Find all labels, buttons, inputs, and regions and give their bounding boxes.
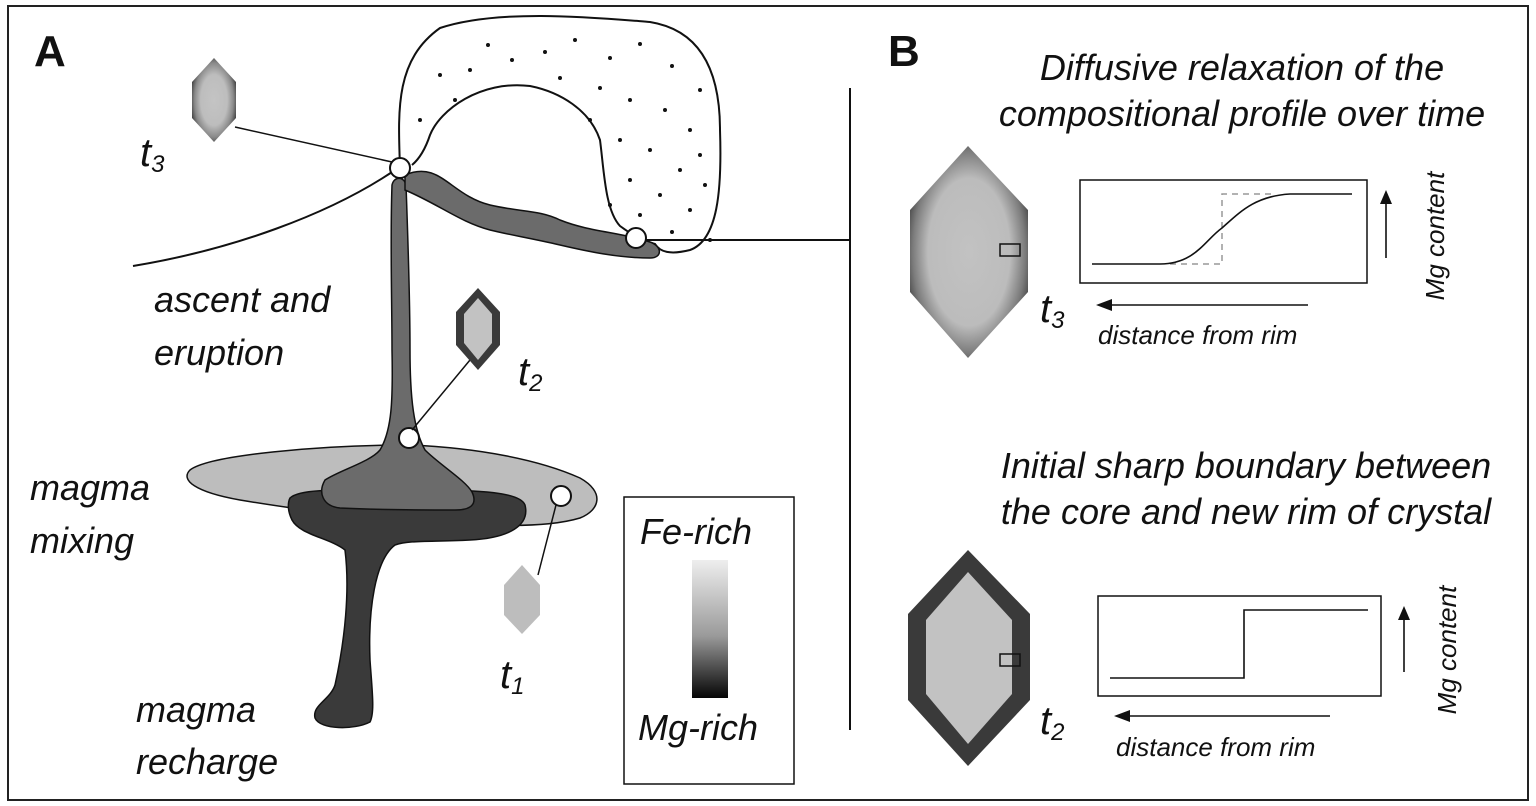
- volcano-flank: [132, 167, 399, 267]
- sample-point-t2: [398, 427, 420, 449]
- stage-recharge-line1: magma: [136, 689, 256, 730]
- stage-ascent-line1: ascent and: [154, 279, 331, 320]
- stage-ascent-line2: eruption: [154, 332, 284, 373]
- legend-bottom-label: Mg-rich: [638, 707, 758, 748]
- connector-t2: [411, 359, 471, 431]
- panel-b-bottom-title-line1: Initial sharp boundary between: [1001, 445, 1491, 486]
- profile-plot-sharp: [1097, 595, 1382, 697]
- sample-point-t3: [389, 157, 411, 179]
- stage-recharge-line2: recharge: [136, 741, 278, 782]
- distance-arrowhead-top: [1096, 299, 1112, 311]
- legend-top-label: Fe-rich: [640, 511, 752, 552]
- sharp-profile-curve: [1110, 609, 1368, 679]
- panel-a-label: A: [34, 27, 66, 76]
- stage-mixing-line2: mixing: [30, 520, 134, 561]
- mixed-magma-body: [321, 177, 475, 511]
- connector-t3: [234, 126, 393, 163]
- time-label-t2: t2: [518, 350, 542, 397]
- crystal-t3: [192, 58, 236, 142]
- sample-point-t1: [550, 485, 572, 507]
- crystal-t2-core: [464, 298, 492, 360]
- time-label-b-t3: t3: [1040, 287, 1065, 334]
- crystal-t3-sample-box: [999, 243, 1021, 257]
- mg-arrowhead-top: [1380, 190, 1392, 204]
- recharge-chamber: [287, 489, 527, 729]
- profile-plot-diffused: [1079, 179, 1368, 284]
- panel-b-bottom-title-line2: the core and new rim of crystal: [1001, 491, 1492, 532]
- ylabel-bottom: Mg content: [1432, 584, 1462, 714]
- eruption-plume: [398, 14, 722, 254]
- xlabel-top: distance from rim: [1098, 320, 1297, 350]
- distance-arrowhead-bottom: [1114, 710, 1130, 722]
- plume-particles: [418, 38, 712, 242]
- diffused-profile-curve: [1092, 193, 1352, 265]
- panel-b-top-title-line1: Diffusive relaxation of the: [1040, 47, 1444, 88]
- mg-arrowhead-bottom: [1398, 606, 1410, 620]
- xlabel-bottom: distance from rim: [1116, 732, 1315, 762]
- legend-gradient-bar: [692, 560, 728, 698]
- sharp-step-reference: [1170, 193, 1275, 265]
- time-label-t1: t1: [500, 653, 524, 700]
- figure-frame: [7, 5, 1529, 801]
- ylabel-top: Mg content: [1420, 170, 1450, 300]
- panel-b-label: B: [888, 27, 920, 76]
- lava-flow: [404, 170, 661, 259]
- panel-b-top-title-line2: compositional profile over time: [999, 93, 1485, 134]
- crystal-t2-sample-box: [999, 653, 1021, 667]
- time-label-t3: t3: [140, 131, 165, 178]
- connector-t1: [537, 504, 557, 576]
- sample-point-flow: [625, 227, 647, 249]
- crystal-t3-large: [910, 146, 1028, 358]
- stage-mixing-line1: magma: [30, 467, 150, 508]
- crystal-t2-large-core: [926, 572, 1012, 744]
- time-label-b-t2: t2: [1040, 699, 1064, 746]
- crystal-t1: [504, 565, 540, 634]
